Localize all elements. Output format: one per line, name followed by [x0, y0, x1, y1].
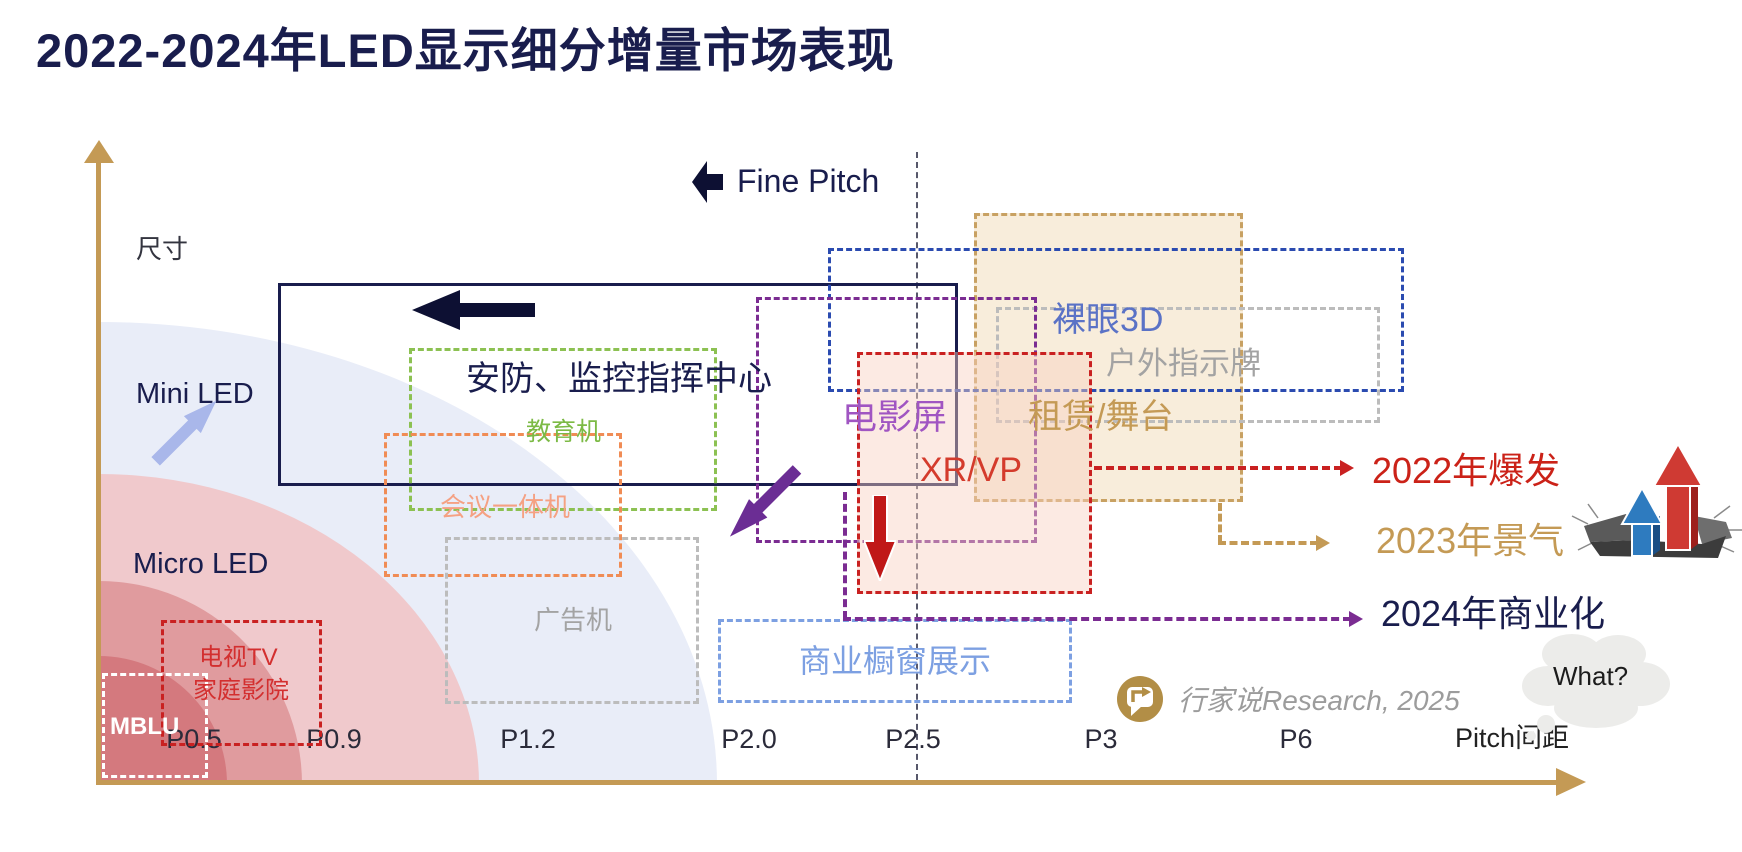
x-tick-p2-5: P2.5 — [885, 724, 941, 754]
legend-2023-label: 2023年景气 — [1376, 520, 1565, 561]
outdoor-signage-segment-label: 户外指示牌 — [1106, 346, 1261, 381]
legend-2022-label: 2022年爆发 — [1372, 450, 1561, 491]
rental-stage-segment-label: 租赁/舞台 — [1028, 398, 1174, 436]
xr-vp-segment-label: XR/VP — [920, 451, 1023, 489]
legend-2024-connector-vertical — [843, 492, 847, 619]
education-segment-label: 教育机 — [526, 418, 602, 446]
conference-segment-box — [384, 433, 622, 577]
x-tick-p1-2: P1.2 — [500, 724, 556, 754]
fine-pitch-label: Fine Pitch — [737, 163, 880, 199]
glasses-free-3d-segment-label: 裸眼3D — [1052, 301, 1164, 339]
security-left-arrow-icon — [412, 290, 535, 330]
cinema-downtrend-arrow-icon — [729, 465, 802, 537]
what-callout: What? — [1553, 661, 1629, 691]
advertising-segment-box — [445, 537, 699, 704]
breakthrough-arrows-illustration — [1571, 441, 1742, 558]
mini-led-label: Mini LED — [136, 378, 254, 410]
tv-segment-label: 电视TV — [199, 644, 278, 671]
micro-led-label: Micro LED — [133, 548, 269, 580]
x-tick-p6: P6 — [1279, 724, 1313, 754]
legend-2023-connector — [1218, 541, 1318, 545]
legend-2023-connector-vertical — [1218, 503, 1222, 543]
page-title: 2022-2024年LED显示细分增量市场表现 — [36, 24, 895, 77]
conference-segment-label: 会议一体机 — [440, 492, 571, 522]
legend-2023-arrowhead-icon — [1316, 535, 1330, 551]
x-tick-p2-0: P2.0 — [721, 724, 777, 754]
legend-2024-arrowhead-icon — [1349, 611, 1363, 627]
cinema-screen-segment-label: 电影屏 — [842, 398, 948, 437]
x-tick-p3: P3 — [1084, 724, 1118, 754]
shop-window-segment-label: 商业橱窗展示 — [799, 643, 992, 679]
mblu-segment-box — [102, 673, 208, 778]
hangjia-logo — [1117, 676, 1163, 722]
xr-vp-segment-box — [857, 352, 1092, 594]
thought-cloud-icon — [1522, 634, 1670, 741]
legend-2024-label: 2024年商业化 — [1381, 593, 1606, 634]
mini-led-growth-arrow-icon — [151, 400, 217, 466]
glasses-free-3d-segment-box — [828, 248, 1404, 392]
mblu-segment-label: MBLU — [110, 713, 180, 740]
y-axis-line — [96, 160, 101, 784]
advertising-segment-label: 广告机 — [534, 605, 613, 635]
security-segment-label: 安防、监控指挥中心 — [466, 360, 772, 398]
source-credit: 行家说Research, 2025 — [1178, 685, 1460, 716]
x-tick-p0-9: P0.9 — [306, 724, 362, 754]
x-tick-p0-5: P0.5 — [166, 724, 222, 754]
y-axis-arrowhead-icon — [84, 140, 114, 163]
home-cinema-segment-label: 家庭影院 — [193, 677, 289, 704]
fine-pitch-left-arrow-icon — [692, 161, 723, 203]
x-axis-line — [96, 780, 1558, 785]
legend-2022-arrowhead-icon — [1340, 460, 1354, 476]
legend-2024-connector — [843, 617, 1351, 621]
education-segment-box — [409, 348, 717, 511]
xr-downtrend-arrow-icon — [864, 495, 896, 581]
legend-2022-connector — [1094, 466, 1342, 470]
x-axis-arrowhead-icon — [1556, 768, 1586, 796]
y-axis-label: 尺寸 — [136, 234, 189, 264]
tv-home-cinema-segment-box — [161, 620, 322, 746]
